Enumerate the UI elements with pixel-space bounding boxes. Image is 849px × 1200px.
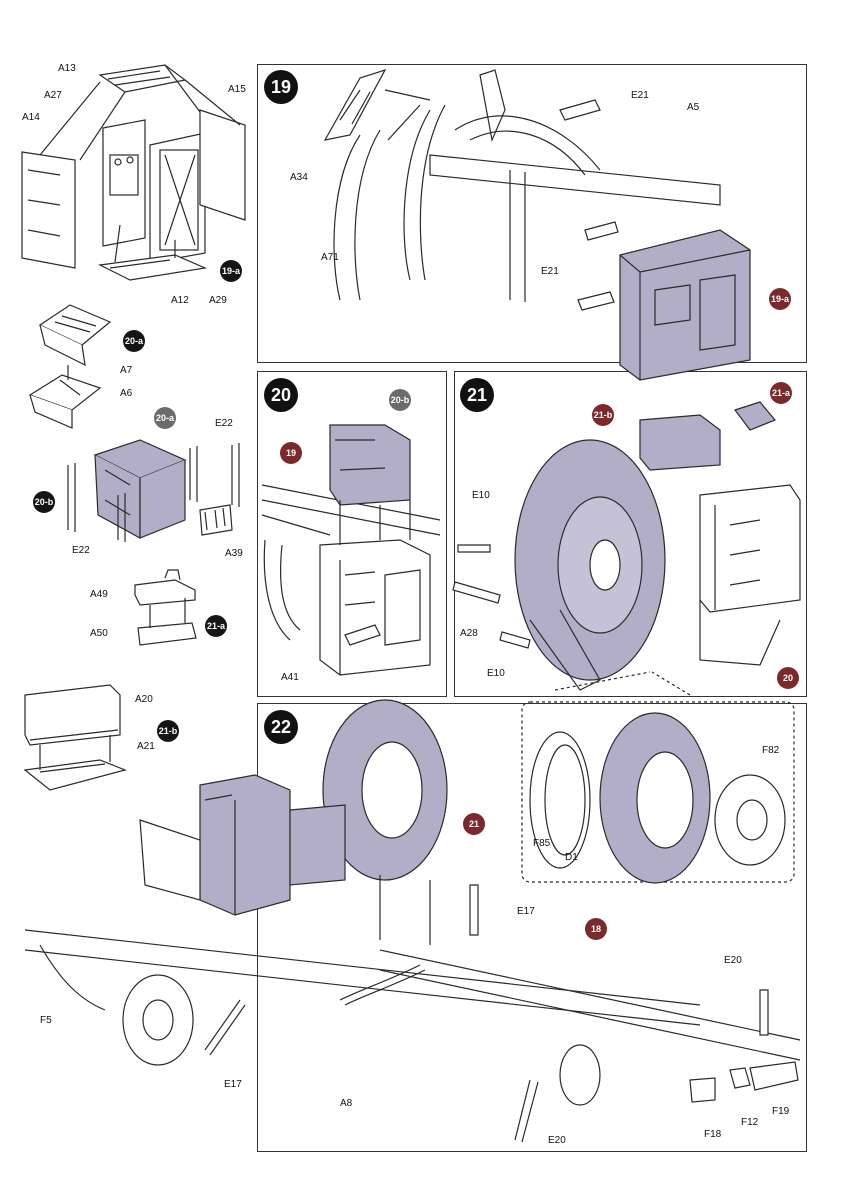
label-A49: A49 xyxy=(90,589,108,600)
label-A71: A71 xyxy=(321,252,339,263)
ref-badge-20-step21: 20 xyxy=(777,667,799,689)
parts-21a xyxy=(134,569,197,646)
ref-badge-21b: 21-b xyxy=(157,720,179,742)
label-A28: A28 xyxy=(460,628,478,639)
label-A12: A12 xyxy=(171,295,189,306)
ref-badge-21a: 21-a xyxy=(205,615,227,637)
ref-badge-20a-sub: 20-a xyxy=(154,407,176,429)
ref-badge-20a: 20-a xyxy=(123,330,145,352)
ref-badge-19-step20: 19 xyxy=(280,442,302,464)
label-E21-bottom: E21 xyxy=(541,266,559,277)
label-A50: A50 xyxy=(90,628,108,639)
step-number-22: 22 xyxy=(264,710,298,744)
step-number-20: 20 xyxy=(264,378,298,412)
ref-badge-21a-step21: 21-a xyxy=(770,382,792,404)
label-A7: A7 xyxy=(120,365,133,376)
label-A29: A29 xyxy=(209,295,227,306)
label-F5: F5 xyxy=(40,1015,52,1026)
ref-badge-21-step22: 21 xyxy=(463,813,485,835)
label-A14: A14 xyxy=(22,112,40,123)
label-A39: A39 xyxy=(225,548,243,559)
label-A6: A6 xyxy=(120,388,133,399)
label-A15: A15 xyxy=(228,84,246,95)
step-20-drawing xyxy=(261,424,441,676)
step-22-drawing xyxy=(24,699,801,1143)
label-E20-right: E20 xyxy=(724,955,742,966)
step-number-21: 21 xyxy=(460,378,494,412)
label-F19: F19 xyxy=(772,1106,790,1117)
label-E20-bottom: E20 xyxy=(548,1135,566,1146)
label-E10-bottom: E10 xyxy=(487,668,505,679)
label-A21: A21 xyxy=(137,741,155,752)
label-A41: A41 xyxy=(281,672,299,683)
label-D1: D1 xyxy=(565,852,578,863)
label-A13: A13 xyxy=(58,63,76,74)
ref-badge-20b-step20: 20-b xyxy=(389,389,411,411)
label-E17-left: E17 xyxy=(224,1079,242,1090)
label-E22-top: E22 xyxy=(215,418,233,429)
jerrycan-20 xyxy=(28,304,240,542)
label-A8: A8 xyxy=(340,1098,353,1109)
label-A20: A20 xyxy=(135,694,153,705)
label-A34: A34 xyxy=(290,172,308,183)
parts-21b xyxy=(23,684,127,791)
label-E17-right: E17 xyxy=(517,906,535,917)
ref-badge-21b-step21: 21-b xyxy=(592,404,614,426)
ref-badge-19a: 19-a xyxy=(220,260,242,282)
label-A5: A5 xyxy=(687,102,700,113)
step-21-drawing xyxy=(452,401,801,691)
label-F85: F85 xyxy=(533,838,551,849)
label-A27: A27 xyxy=(44,90,62,101)
label-F82: F82 xyxy=(762,745,780,756)
ref-badge-20b: 20-b xyxy=(33,491,55,513)
label-E10-top: E10 xyxy=(472,490,490,501)
label-F12: F12 xyxy=(741,1117,759,1128)
step-19-drawing xyxy=(323,68,751,381)
ref-badge-19a-step19: 19-a xyxy=(769,288,791,310)
label-E22-bottom: E22 xyxy=(72,545,90,556)
ref-badge-18-step22: 18 xyxy=(585,918,607,940)
step-number-19: 19 xyxy=(264,70,298,104)
inset-wheel-drawing xyxy=(529,712,786,884)
battery-box-exploded xyxy=(21,64,246,281)
label-E21-top: E21 xyxy=(631,90,649,101)
label-F18: F18 xyxy=(704,1129,722,1140)
